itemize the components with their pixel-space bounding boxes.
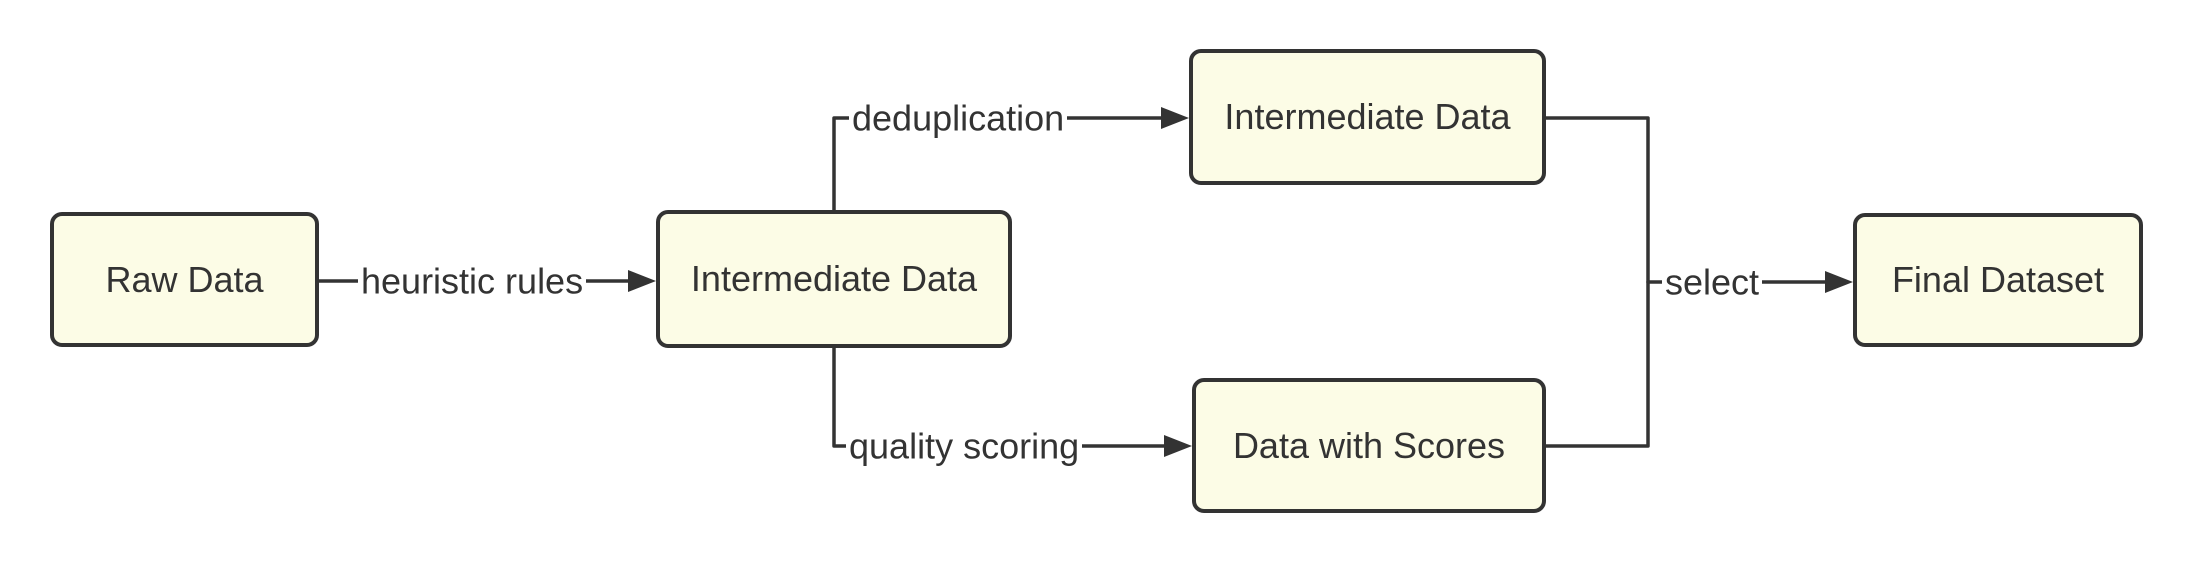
node-intermediate-data-deduplicated: Intermediate Data: [1189, 49, 1546, 185]
edge-label-heuristic-rules: heuristic rules: [358, 260, 587, 302]
node-final-dataset: Final Dataset: [1853, 213, 2143, 347]
node-data-with-scores-label: Data with Scores: [1232, 424, 1506, 466]
edge-merge-line: [1544, 116, 1650, 448]
edge-label-quality-scoring: quality scoring: [846, 425, 1083, 467]
arrowhead-deduplication: [1161, 107, 1189, 129]
node-intermediate-data-label: Intermediate Data: [690, 258, 978, 300]
arrowhead-quality-scoring: [1164, 435, 1192, 457]
arrowhead-heuristic-rules: [628, 270, 656, 292]
node-intermediate-data-deduplicated-label: Intermediate Data: [1224, 96, 1511, 138]
node-raw-data: Raw Data: [50, 212, 319, 347]
edge-label-deduplication: deduplication: [849, 97, 1068, 139]
edge-label-select: select: [1662, 261, 1763, 303]
arrowhead-select: [1825, 271, 1853, 293]
node-raw-data-label: Raw Data: [105, 258, 264, 300]
node-data-with-scores: Data with Scores: [1192, 378, 1546, 513]
node-intermediate-data: Intermediate Data: [656, 210, 1012, 348]
node-final-dataset-label: Final Dataset: [1891, 259, 2105, 301]
